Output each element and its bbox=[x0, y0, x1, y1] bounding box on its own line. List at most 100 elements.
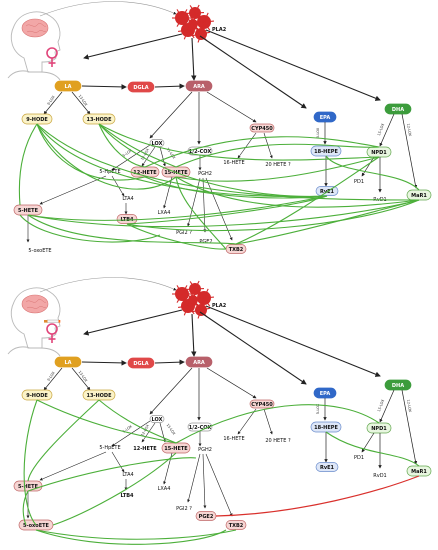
enzyme-spike bbox=[200, 301, 205, 311]
lox-13-label: 13-LOX bbox=[78, 370, 89, 383]
positive-correlation-line bbox=[325, 431, 420, 467]
cyp450-node-label: CYP450 bbox=[251, 402, 273, 408]
hete12-node: 12-HETE bbox=[130, 442, 160, 454]
enzyme-spike bbox=[183, 29, 189, 40]
rvd1-label: RvD1 bbox=[373, 473, 386, 479]
npd1-node-label: NPD1 bbox=[371, 150, 387, 156]
rve1-node: RvE1 bbox=[315, 186, 339, 196]
hete12-node-shape bbox=[130, 442, 160, 454]
positive-correlation-line bbox=[175, 156, 380, 182]
brain-icon bbox=[21, 294, 49, 314]
positive-correlation-line bbox=[98, 123, 328, 198]
dgla-node-shape bbox=[127, 81, 155, 93]
arrow-pla2-dha bbox=[205, 29, 381, 101]
lox-epa-label: 5-LOX bbox=[316, 127, 320, 138]
lox-dha1-label: 15-LOX bbox=[377, 122, 385, 136]
pla2-enzyme-icon bbox=[172, 4, 215, 43]
brain-fold bbox=[26, 30, 47, 33]
cigarette-icon bbox=[44, 319, 61, 323]
cox-node: 1/2-COX bbox=[187, 422, 213, 432]
enzyme-spike bbox=[194, 26, 202, 35]
brain-fold bbox=[25, 23, 47, 27]
dha-node: DHA bbox=[384, 379, 412, 391]
enzyme-spike bbox=[181, 297, 189, 307]
mar1-node: MaR1 bbox=[406, 465, 432, 477]
epa-node: EPA bbox=[313, 387, 337, 399]
positive-correlation-line bbox=[175, 176, 420, 208]
ara-node-shape bbox=[185, 356, 213, 368]
positive-correlation-line bbox=[126, 223, 227, 250]
rve1-node-shape bbox=[315, 462, 339, 472]
arrow-pgh2-pge2 bbox=[202, 453, 207, 509]
lox-5-label: 5-LOX bbox=[122, 424, 133, 434]
enzyme-spike bbox=[194, 4, 200, 14]
lox-12-label: 12-LOX bbox=[140, 147, 150, 161]
positive-correlation-line bbox=[144, 176, 328, 199]
hepe18-node: 18-HEPE bbox=[310, 421, 342, 433]
hode9-node: 9-HODE bbox=[21, 389, 53, 401]
oxoete-label: 5-oxoETE bbox=[28, 248, 51, 254]
arrow-lox-5hpete bbox=[111, 144, 151, 171]
la-node-shape bbox=[54, 356, 82, 368]
la-node-label: LA bbox=[64, 360, 71, 366]
cyp450-node-label: CYP450 bbox=[251, 126, 273, 132]
lox-dha1-label: 15-LOX bbox=[377, 398, 385, 412]
positive-correlation-line bbox=[27, 195, 328, 221]
dgla-node-shape bbox=[127, 357, 155, 369]
lxa4-label: LXA4 bbox=[158, 486, 171, 492]
positive-correlation-line bbox=[98, 123, 380, 161]
enzyme-spike bbox=[190, 23, 194, 32]
positive-correlation-line bbox=[126, 195, 328, 225]
arrow-5hpete-5hete bbox=[39, 451, 107, 481]
lox-9-label: 9-LOX bbox=[47, 371, 57, 382]
hode13-node-label: 13-HODE bbox=[86, 393, 112, 399]
person-icon bbox=[7, 287, 61, 357]
hete16-label: 16-HETE bbox=[223, 160, 244, 166]
hode13-node: 13-HODE bbox=[82, 389, 116, 401]
arrow-cyp-16hete bbox=[237, 408, 257, 435]
enzyme-spike bbox=[192, 309, 202, 313]
arrow-dha-npd1 bbox=[379, 113, 395, 147]
arrow-la-9hode bbox=[43, 367, 63, 391]
pla2-label: PLA2 bbox=[212, 27, 227, 33]
positive-correlation-line bbox=[36, 123, 420, 201]
hete20-label: 20 HETE ? bbox=[265, 162, 291, 168]
arrow-npd1-pd1 bbox=[361, 156, 375, 177]
dha-node: DHA bbox=[384, 103, 412, 115]
enzyme-spike bbox=[187, 293, 194, 301]
hete15-node: 15-HETE bbox=[161, 442, 191, 454]
ltb4-node: LTB4 bbox=[116, 214, 138, 224]
negative-correlation-line bbox=[215, 475, 420, 517]
enzyme-spike bbox=[192, 23, 199, 31]
person-icon bbox=[7, 11, 61, 81]
lox-dha2-label: 12-LOX bbox=[406, 399, 412, 413]
hepe18-node-label: 18-HEPE bbox=[314, 149, 338, 155]
lox-node-label: LOX bbox=[152, 417, 163, 423]
hete15-node-label: 15-HETE bbox=[164, 446, 188, 452]
enzyme-spike bbox=[185, 299, 194, 303]
enzyme-spike bbox=[178, 305, 189, 308]
lox-15-label: 15-LOX bbox=[166, 423, 177, 436]
la-node: LA bbox=[54, 356, 82, 368]
hode13-node-label: 13-HODE bbox=[86, 117, 112, 123]
brain-fold bbox=[25, 299, 47, 303]
enzyme-spike bbox=[189, 5, 196, 14]
ltb4-node: LTB4 bbox=[116, 490, 138, 500]
enzyme-spike bbox=[200, 25, 205, 35]
cyp450-node: CYP450 bbox=[249, 123, 275, 133]
positive-correlation-line bbox=[36, 399, 177, 444]
enzyme-spike bbox=[187, 305, 195, 315]
arrow-dgla-ara bbox=[154, 83, 185, 89]
hepe18-node-label: 18-HEPE bbox=[314, 425, 338, 431]
lox-15-label: 15-LOX bbox=[166, 147, 177, 160]
hete20-label: 20 HETE ? bbox=[265, 438, 291, 444]
hete12-node-label: 12-HETE bbox=[133, 446, 157, 452]
enzyme-spike bbox=[185, 23, 194, 27]
arrow-pgh2-pge2 bbox=[202, 177, 207, 233]
pgh2-label: PGH2 bbox=[198, 171, 212, 177]
ara-node-label: ARA bbox=[193, 360, 205, 366]
positive-correlation-line bbox=[175, 404, 380, 444]
txb2-node-shape bbox=[225, 520, 247, 530]
